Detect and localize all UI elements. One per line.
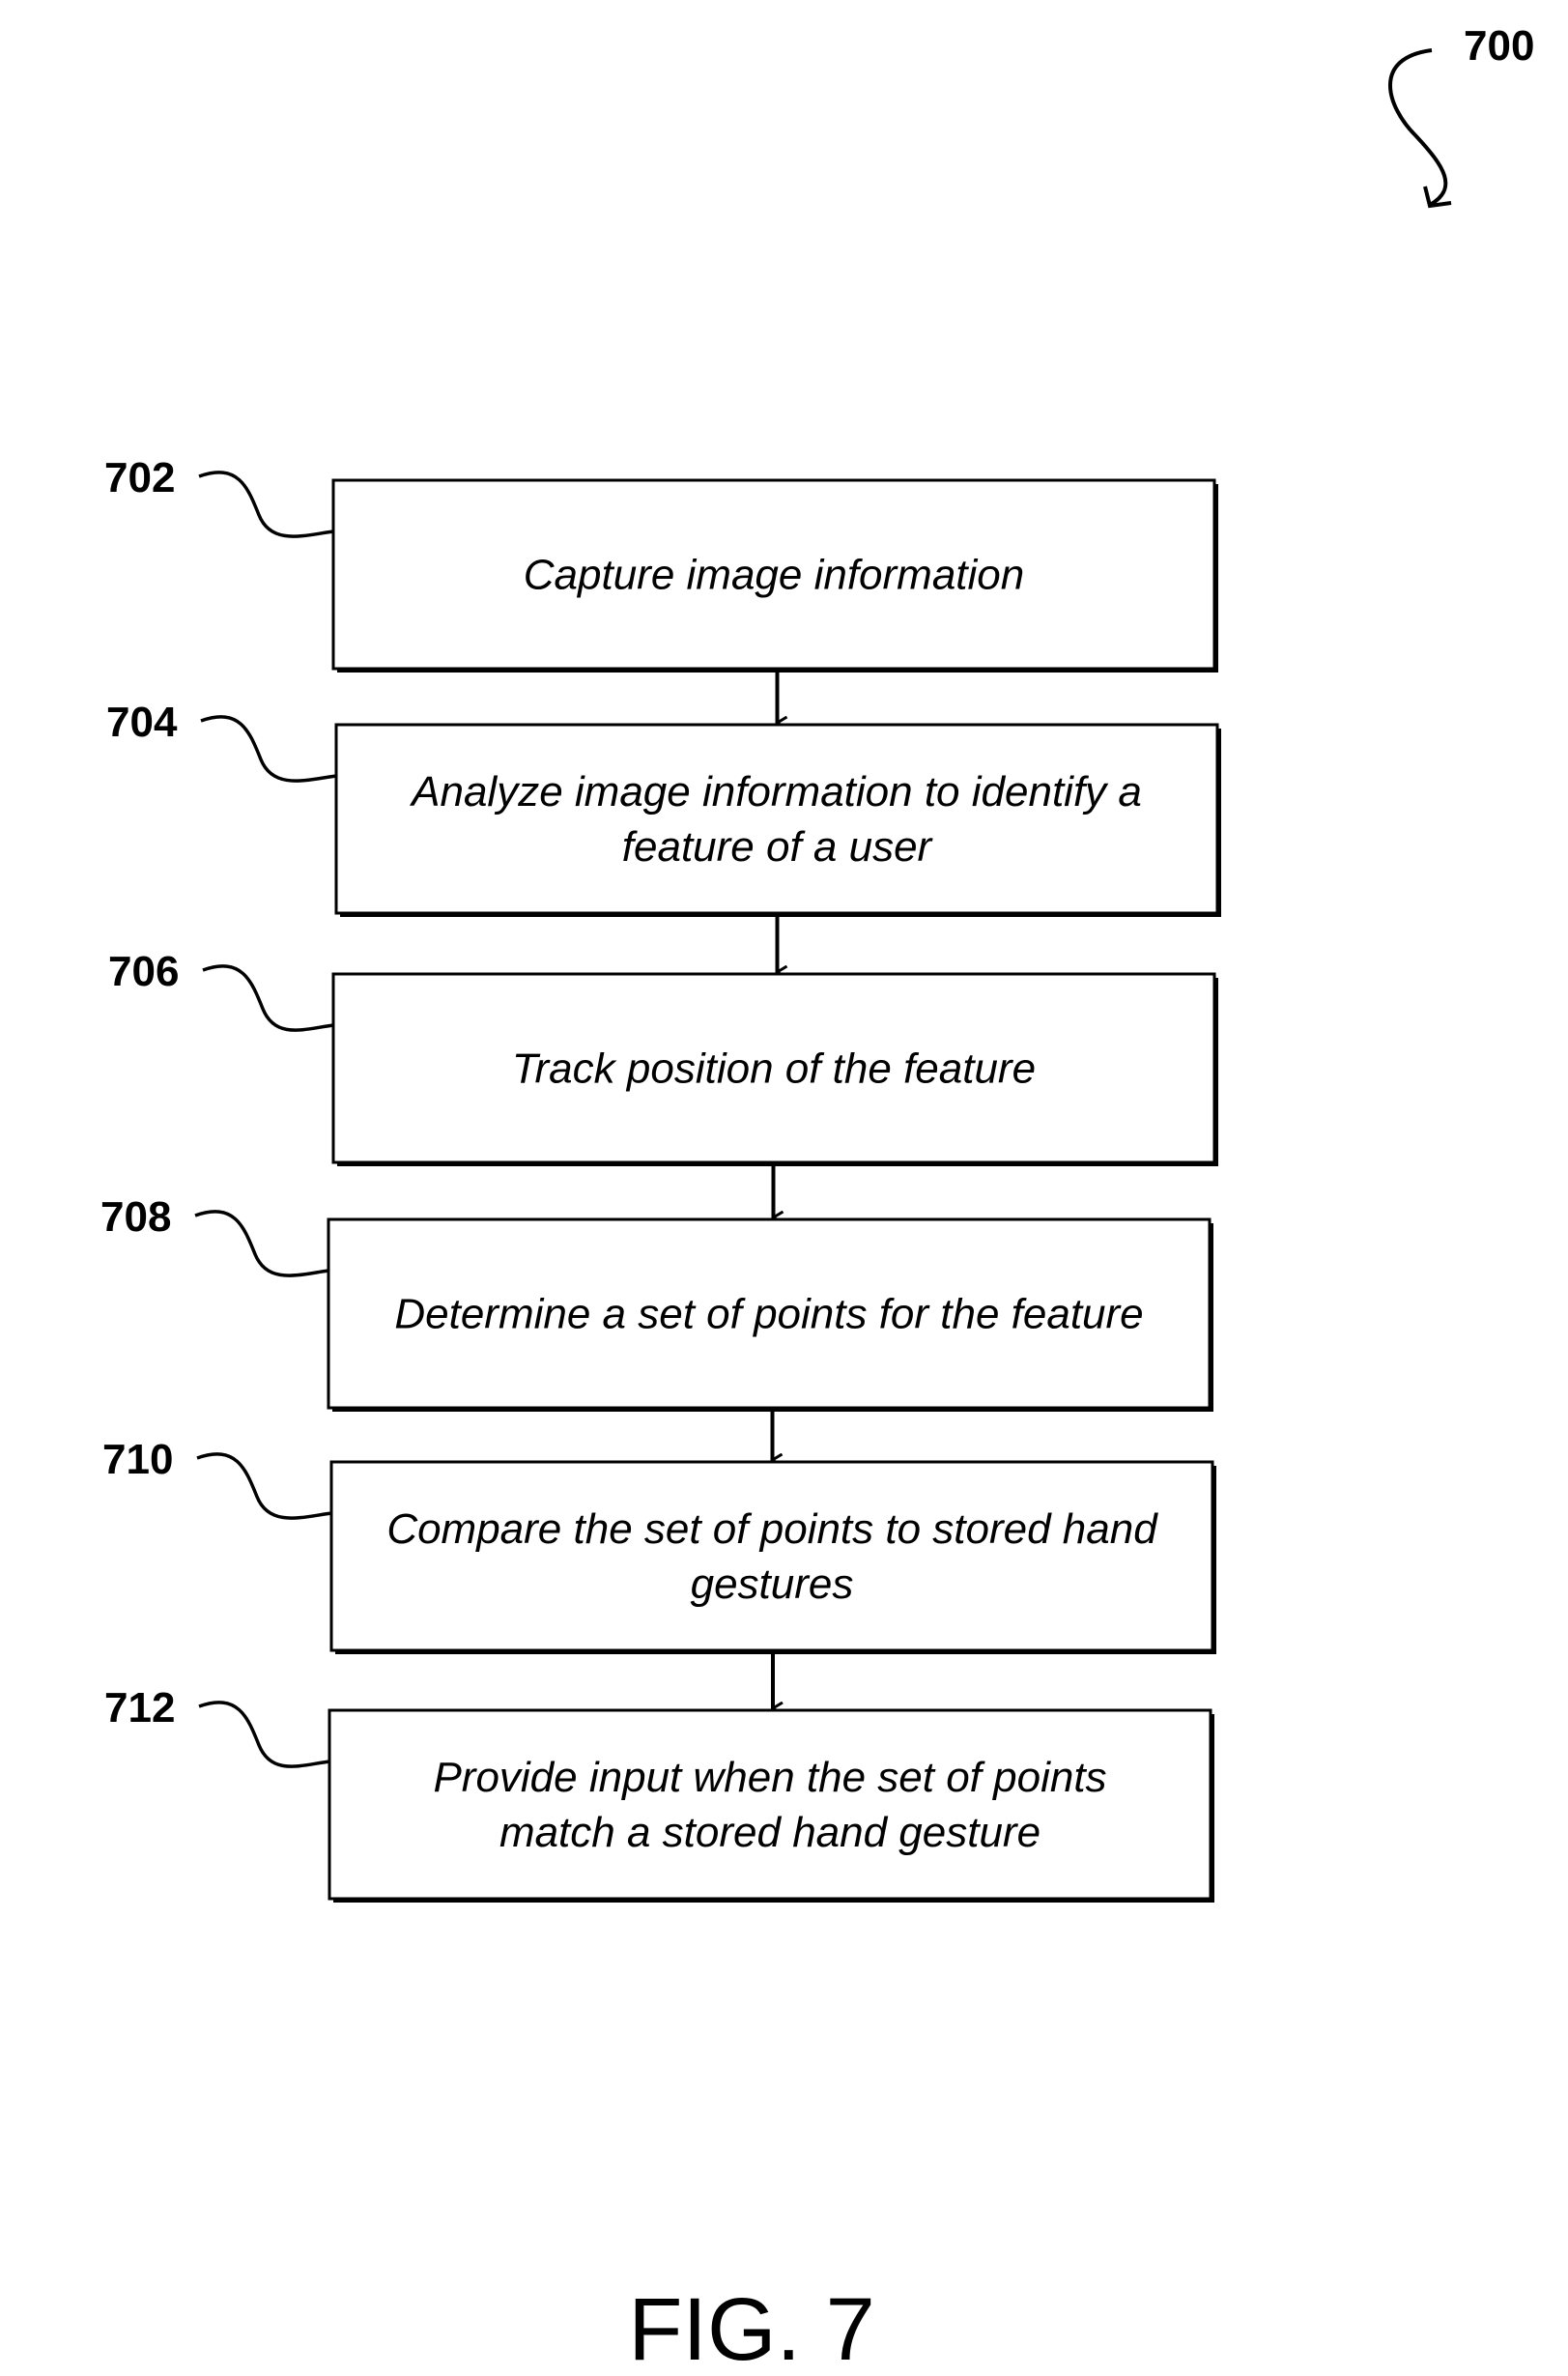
step-ref-label: 712 [104, 1684, 175, 1732]
step-702: Capture image information 702 [104, 454, 1218, 673]
step-ref-label: 706 [108, 948, 179, 995]
step-text-line: Determine a set of points for the featur… [394, 1291, 1143, 1338]
step-704: Analyze image information to identify a f… [106, 699, 1221, 917]
step-leader-line [197, 1454, 331, 1518]
step-box [329, 1710, 1211, 1899]
step-leader-line [201, 717, 336, 781]
figure-caption: FIG. 7 [628, 2280, 875, 2376]
step-ref-label: 702 [104, 454, 175, 501]
step-text-line: Compare the set of points to stored hand [386, 1505, 1158, 1553]
step-box [331, 1462, 1212, 1650]
step-text-line: match a stored hand gesture [499, 1809, 1041, 1856]
step-712: Provide input when the set of points matc… [104, 1684, 1214, 1903]
step-706: Track position of the feature 706 [108, 948, 1218, 1166]
figure-ref-label: 700 [1464, 22, 1534, 70]
step-ref-label: 708 [100, 1193, 171, 1241]
step-708: Determine a set of points for the featur… [100, 1193, 1213, 1412]
figure-ref-squiggle [1390, 50, 1445, 205]
step-710: Compare the set of points to stored hand… [102, 1436, 1216, 1654]
step-leader-line [203, 966, 333, 1030]
figure-ref-arrowhead-icon [1425, 186, 1451, 206]
step-leader-line [195, 1212, 328, 1275]
step-text-line: Capture image information [524, 552, 1024, 599]
step-box [336, 725, 1217, 913]
step-text-line: Track position of the feature [512, 1045, 1036, 1093]
step-leader-line [199, 472, 333, 536]
step-text-line: Analyze image information to identify a [409, 768, 1142, 816]
steps-layer: Capture image information 702Analyze imag… [100, 454, 1221, 1903]
step-ref-label: 704 [106, 699, 178, 746]
step-text-line: Provide input when the set of points [433, 1754, 1106, 1801]
step-text-line: gestures [691, 1560, 854, 1608]
step-leader-line [199, 1703, 329, 1766]
step-ref-label: 710 [102, 1436, 173, 1483]
step-text-line: feature of a user [622, 823, 934, 871]
